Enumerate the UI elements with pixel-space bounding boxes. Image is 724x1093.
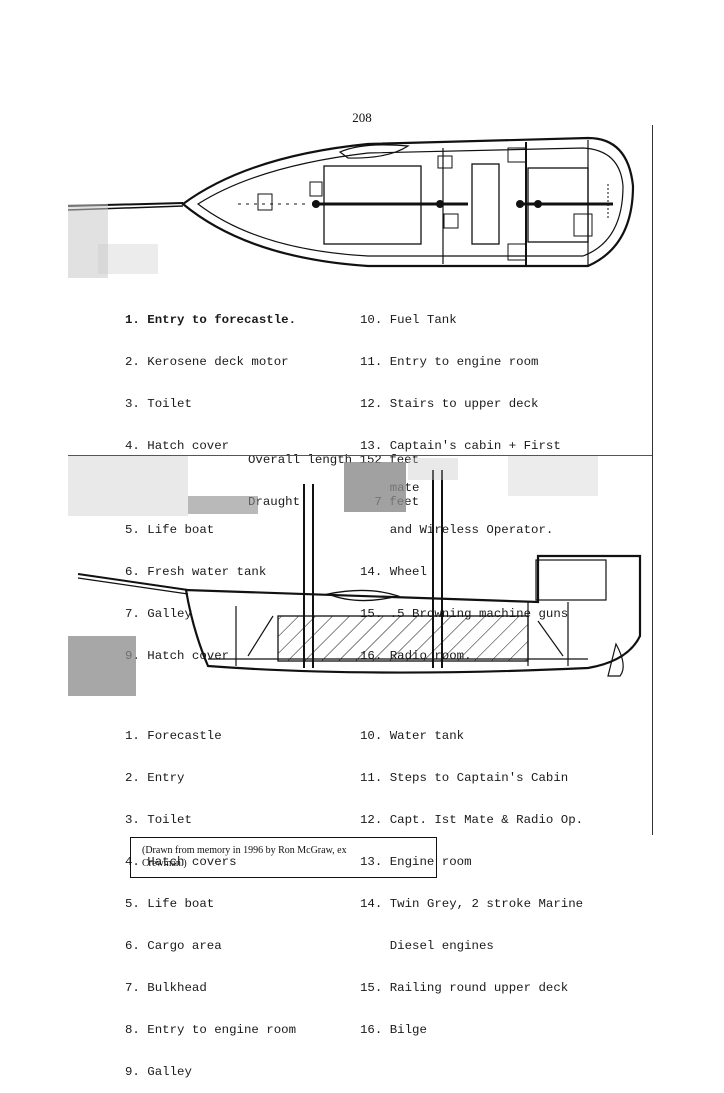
deck-plan-svg [67, 136, 635, 268]
legend-item: Diesel engines [360, 939, 494, 953]
legend-item: 1. Forecastle [125, 729, 222, 743]
profile-drawing [68, 456, 652, 696]
legend-item: 10. Fuel Tank [360, 313, 457, 327]
legend-item: 13. Captain's cabin + First [360, 439, 561, 453]
legend-item: 10. Water tank [360, 729, 465, 743]
legend-item: 11. Entry to engine room [360, 355, 539, 369]
legend-item: 11. Steps to Captain's Cabin [360, 771, 569, 785]
legend-item: 4. Hatch cover [125, 439, 230, 453]
cargo-area-shape [277, 615, 529, 662]
legend-item: 12. Capt. Ist Mate & Radio Op. [360, 813, 584, 827]
legend-item: 5. Life boat [125, 897, 215, 911]
deck-plan-drawing [67, 126, 652, 278]
legend-item: 8. Entry to engine room [125, 1023, 297, 1037]
credit-box: (Drawn from memory in 1996 by Ron McGraw… [130, 837, 437, 878]
legend-item: 13. Engine room [360, 855, 472, 869]
deck-plan-legend-left: 1. Entry to forecastle. 2. Kerosene deck… [125, 285, 296, 677]
legend-item: 3. Toilet [125, 397, 192, 411]
life-boat-shape [338, 144, 410, 159]
legend-item: 3. Toilet [125, 813, 192, 827]
credit-line: (Drawn from memory in 1996 by Ron McGraw… [142, 845, 347, 856]
legend-item: 2. Kerosene deck motor [125, 355, 289, 369]
legend-item: 9. Galley [125, 1065, 192, 1079]
credit-line: Crewman.) [142, 858, 187, 869]
legend-item: 2. Entry [125, 771, 185, 785]
legend-item: 5. Life boat [125, 523, 215, 537]
hull-profile [184, 554, 642, 674]
legend-item: 4. Hatch covers [125, 855, 237, 869]
legend-item: 7. Galley [125, 607, 192, 621]
profile-svg [77, 470, 642, 677]
legend-item: 14. Twin Grey, 2 stroke Marine [360, 897, 584, 911]
legend-item: 1. Entry to forecastle. [125, 313, 297, 327]
legend-item: 12. Stairs to upper deck [360, 397, 539, 411]
legend-item: 6. Cargo area [125, 939, 222, 953]
legend-item: 7. Bulkhead [125, 981, 207, 995]
legend-item: 6. Fresh water tank [125, 565, 267, 579]
captains-cabin-profile [535, 559, 607, 601]
hull-outline [181, 136, 635, 268]
section-divider [68, 455, 652, 456]
lifeboat-profile [325, 589, 401, 602]
page-number: 208 [352, 110, 372, 125]
profile-legend-left: 1. Forecastle 2. Entry 3. Toilet 4. Hatc… [125, 701, 296, 1093]
legend-item: and Wireless Operator. [360, 523, 554, 537]
legend-item: 14. Wheel [360, 565, 427, 579]
legend-item: 15. Railing round upper deck [360, 981, 569, 995]
legend-item: 16. Bilge [360, 1023, 427, 1037]
right-margin-rule [652, 125, 653, 835]
